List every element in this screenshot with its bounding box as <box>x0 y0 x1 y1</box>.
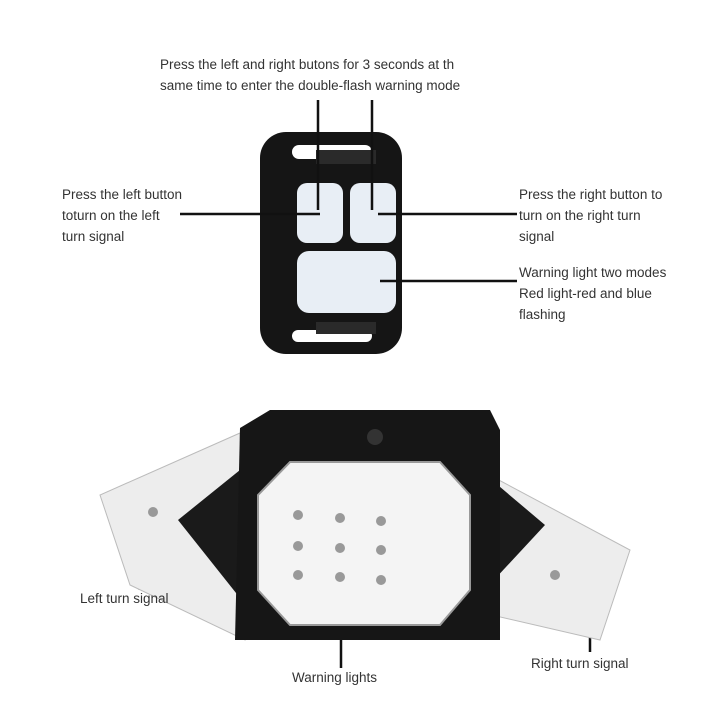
right-button-label: Press the right button to turn on the ri… <box>519 187 663 244</box>
warning-lens <box>257 461 471 626</box>
dual-button-label: Press the left and right butons for 3 se… <box>160 57 461 93</box>
tail-light <box>99 410 631 641</box>
warning-lights-label: Warning lights <box>292 670 378 685</box>
warning-button-label: Warning light two modes Red light-red an… <box>519 265 667 322</box>
left-turn-signal-label: Left turn signal <box>80 591 169 606</box>
right-button <box>350 183 396 243</box>
warning-button <box>297 251 396 313</box>
right-turn-signal-label: Right turn signal <box>531 656 629 671</box>
left-button-label: Press the left button toturn on the left… <box>62 187 183 244</box>
remote-control <box>260 132 402 354</box>
